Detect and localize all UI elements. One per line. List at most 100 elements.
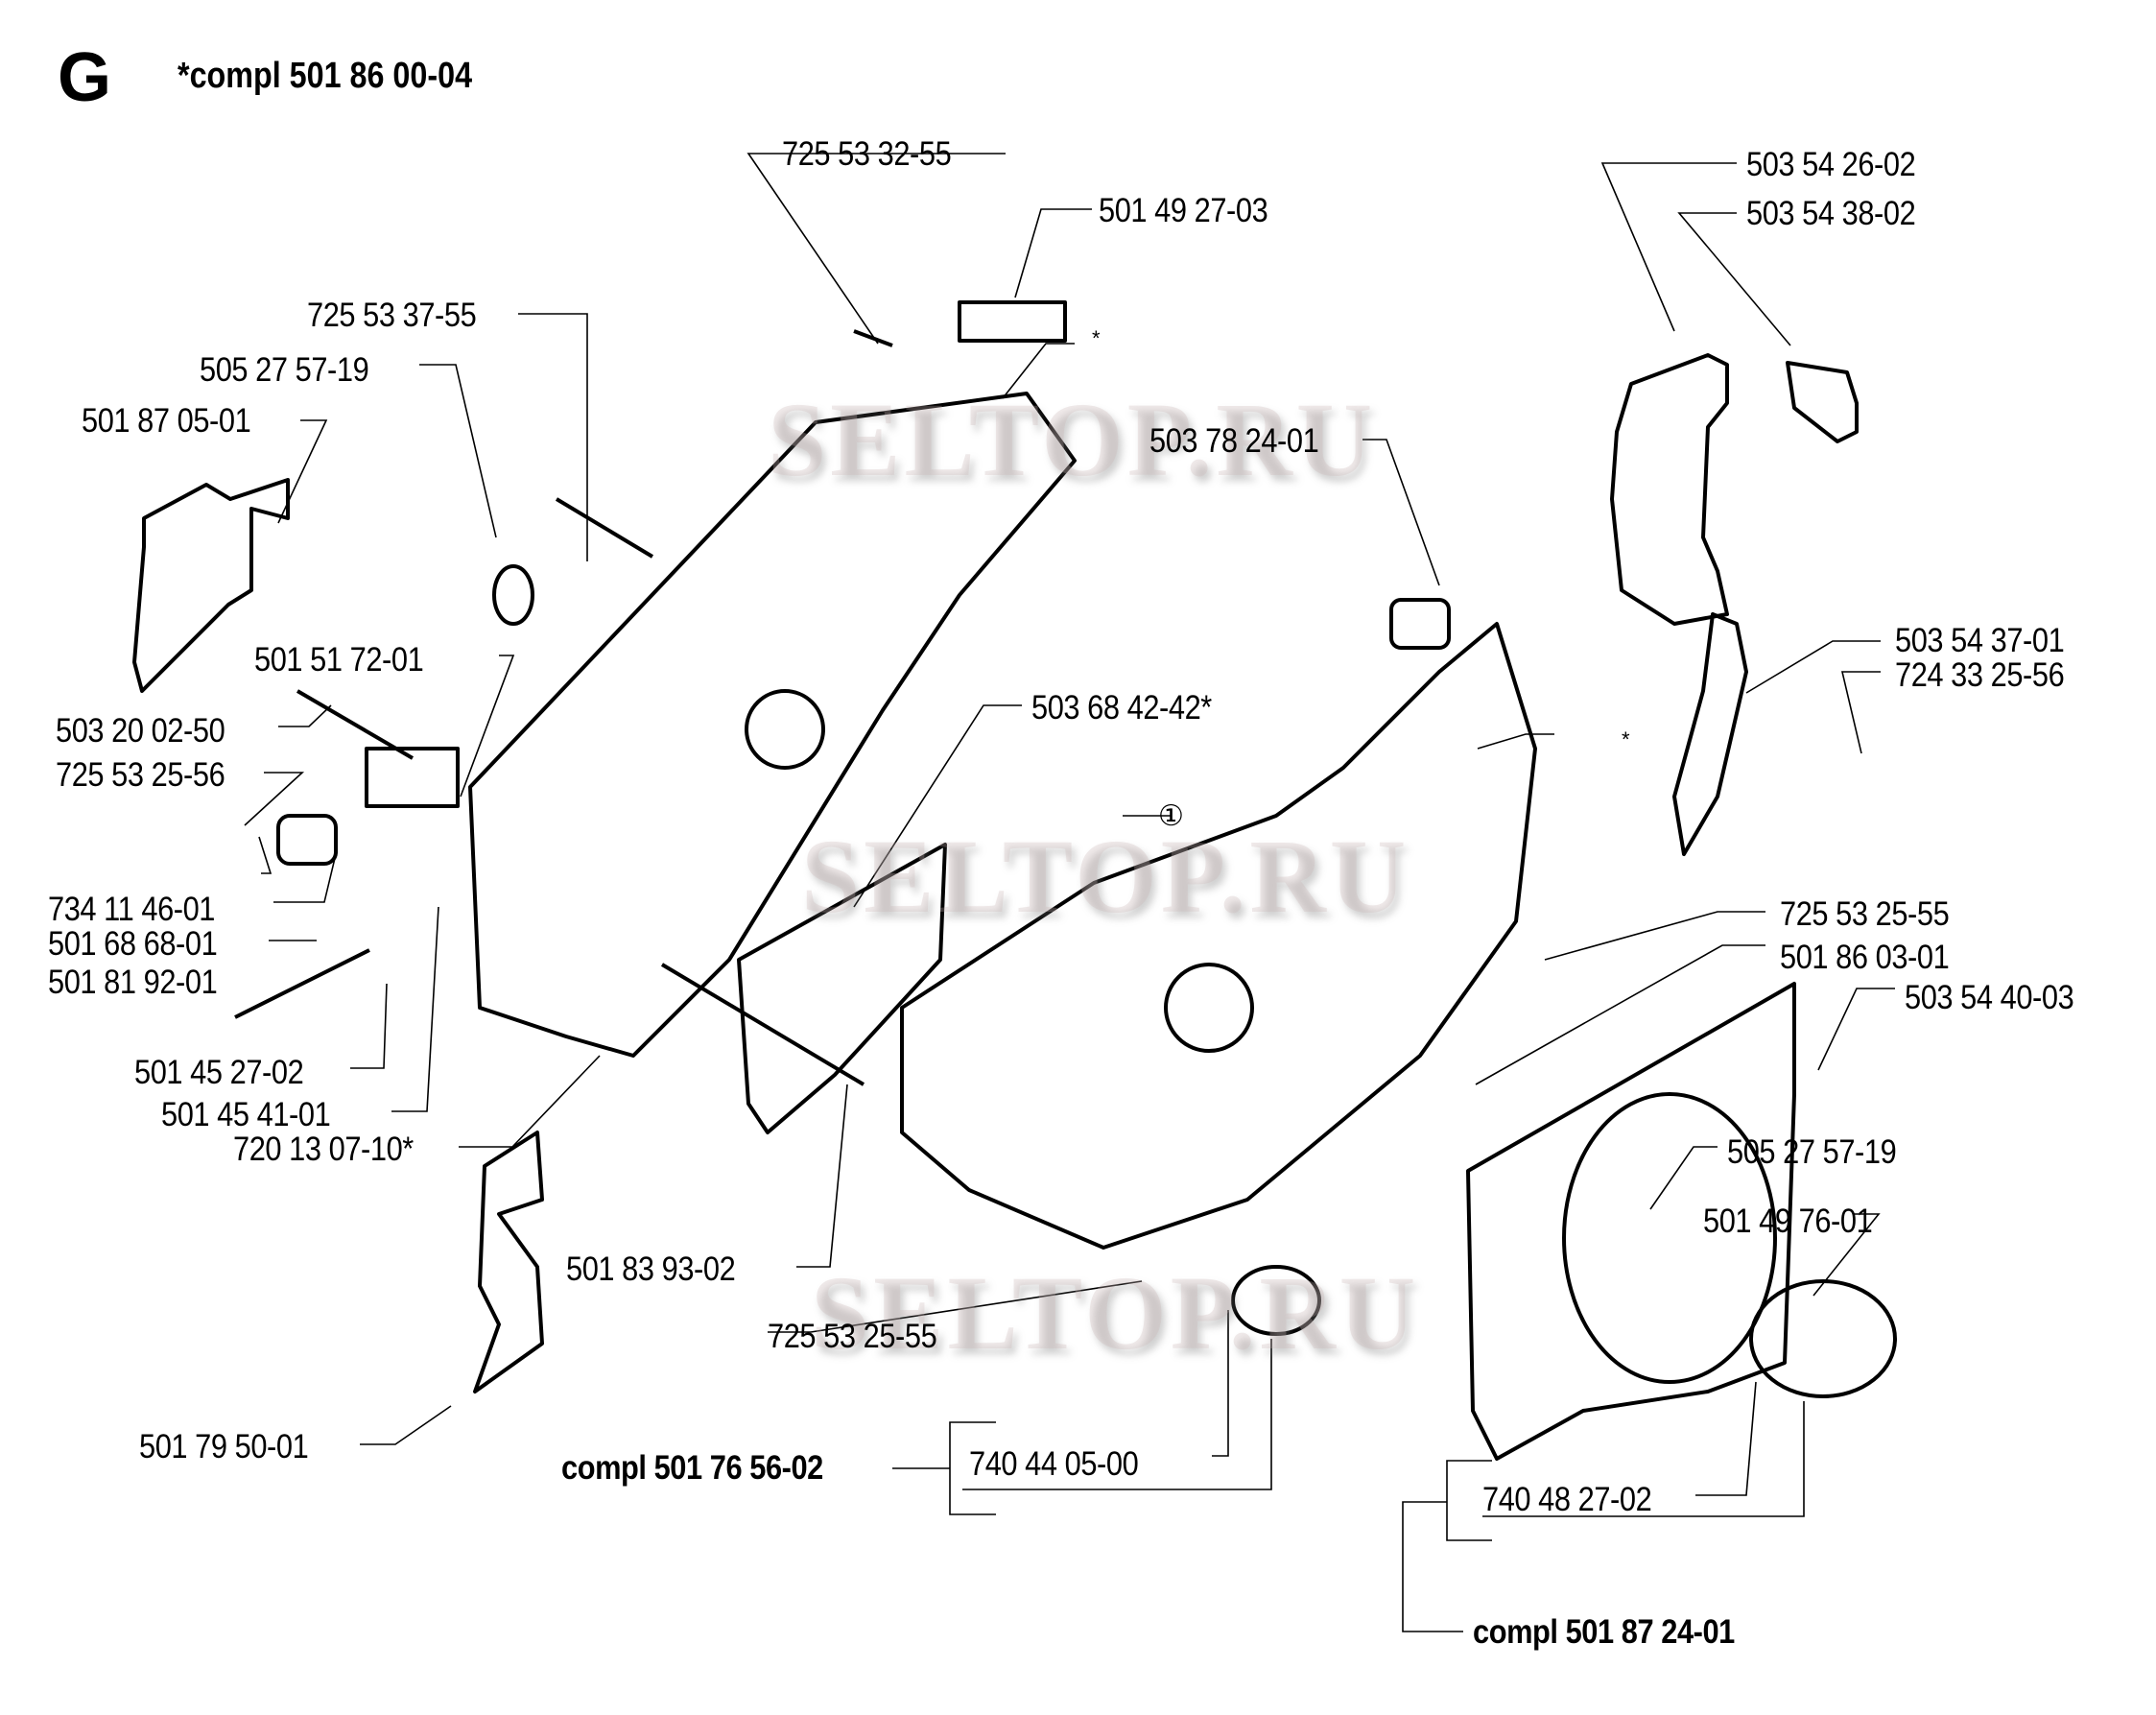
leader-725533755 xyxy=(518,313,588,561)
part-rod-501839302 xyxy=(660,963,865,1086)
part-label[interactable]: 501 79 50-01 xyxy=(139,1428,309,1465)
part-label[interactable]: 501 51 72-01 xyxy=(254,641,424,679)
part-label[interactable]: 501 87 05-01 xyxy=(82,402,251,440)
part-label[interactable]: 503 54 37-01 xyxy=(1895,622,2065,659)
leader-505275719b xyxy=(1649,1146,1718,1210)
part-deflector xyxy=(1672,612,1748,856)
assembly-label[interactable]: compl 501 76 56-02 xyxy=(561,1449,823,1487)
part-bolt-725533755 xyxy=(555,497,654,559)
part-label[interactable]: 740 44 05-00 xyxy=(969,1445,1139,1483)
leader-725532555a xyxy=(768,1280,1143,1333)
leader-503542602 xyxy=(1600,162,1737,332)
leader-501452702 xyxy=(350,983,388,1069)
part-clutch xyxy=(1749,1279,1897,1398)
leader-740482702 xyxy=(1695,1381,1757,1496)
leader-505275719a xyxy=(419,364,497,538)
assembly-label[interactable]: compl 501 87 24-01 xyxy=(1473,1613,1735,1651)
part-label[interactable]: 501 45 27-02 xyxy=(134,1054,304,1091)
asterisk-marker: * xyxy=(1622,727,1630,751)
watermark: SELTOP.RU xyxy=(768,381,1377,498)
part-cover-disc xyxy=(1562,1092,1777,1384)
part-label[interactable]: 734 11 46-01 xyxy=(48,891,215,928)
part-grommet xyxy=(1389,598,1451,650)
leader-740440500 xyxy=(1212,1310,1229,1457)
section-letter: G xyxy=(58,39,112,116)
leader-star-b xyxy=(1477,733,1554,750)
part-label[interactable]: 724 33 25-56 xyxy=(1895,656,2065,694)
part-label[interactable]: 725 53 25-55 xyxy=(768,1318,937,1355)
part-label[interactable]: 505 27 57-19 xyxy=(1727,1133,1897,1171)
part-label[interactable]: 720 13 07-10* xyxy=(233,1131,414,1168)
part-bolt-725533255 xyxy=(853,329,893,347)
part-label[interactable]: 725 53 37-55 xyxy=(307,297,477,334)
leader-503684242 xyxy=(853,704,1022,908)
part-screw-501819201 xyxy=(234,948,370,1019)
part-label[interactable]: 501 45 41-01 xyxy=(161,1096,331,1133)
leader-725533255 xyxy=(746,153,1006,345)
part-label[interactable]: 725 53 25-55 xyxy=(1780,895,1950,933)
part-label[interactable]: 503 54 26-02 xyxy=(1746,146,1916,183)
part-label[interactable]: 503 54 40-03 xyxy=(1905,979,2074,1016)
leader-501795001 xyxy=(360,1405,452,1445)
leader-501839302 xyxy=(796,1084,848,1268)
part-chain-catcher xyxy=(473,1131,544,1393)
part-label[interactable]: 503 54 38-02 xyxy=(1746,195,1916,232)
leader-501860301 xyxy=(1475,944,1765,1085)
part-label[interactable]: 725 53 32-55 xyxy=(782,135,952,173)
part-air-duct xyxy=(1610,353,1729,626)
assembly-title: *compl 501 86 00-04 xyxy=(178,56,473,96)
part-gasket xyxy=(737,843,947,1134)
part-label[interactable]: 740 48 27-02 xyxy=(1482,1481,1652,1518)
leader-725532556 xyxy=(244,772,305,826)
leader-724332556 xyxy=(1840,671,1881,754)
part-duct-gasket xyxy=(1786,361,1859,443)
part-bearing-left xyxy=(745,689,825,770)
part-label[interactable]: 501 83 93-02 xyxy=(566,1251,736,1288)
part-chain-plate xyxy=(132,478,290,693)
leader-503200250 xyxy=(278,704,332,727)
part-block-501517201 xyxy=(365,747,460,808)
part-label[interactable]: 501 81 92-01 xyxy=(48,964,218,1001)
part-label[interactable]: 503 20 02-50 xyxy=(56,712,225,750)
leader-503543701 xyxy=(1745,640,1881,694)
asterisk-marker: * xyxy=(1092,326,1101,350)
part-label[interactable]: 725 53 25-56 xyxy=(56,756,225,794)
leader-720130710 xyxy=(459,1055,601,1148)
watermark: SELTOP.RU xyxy=(801,818,1410,935)
bracket-501765602 xyxy=(949,1421,996,1515)
part-cover-plate xyxy=(1466,982,1796,1461)
leader-star-a xyxy=(1002,343,1075,399)
leader-503544003 xyxy=(1817,988,1895,1071)
leader-503782401 xyxy=(1362,439,1440,586)
part-label[interactable]: 503 68 42-42* xyxy=(1031,689,1212,726)
leader-501517201 xyxy=(460,655,515,798)
part-label[interactable]: 501 49 76-01 xyxy=(1703,1203,1873,1240)
leader-503543802 xyxy=(1677,212,1791,346)
part-label[interactable]: 501 68 68-01 xyxy=(48,925,218,963)
leader-734114601 xyxy=(258,836,272,874)
part-label[interactable]: 503 78 24-01 xyxy=(1149,422,1319,460)
part-label[interactable]: 501 49 27-03 xyxy=(1099,192,1268,229)
bracket-501872401 xyxy=(1446,1460,1492,1541)
leader-740440500b xyxy=(962,1339,1272,1490)
part-crankcase-right xyxy=(900,622,1537,1250)
part-label[interactable]: 505 27 57-19 xyxy=(200,351,369,389)
leader-501497601 xyxy=(1812,1213,1881,1297)
part-seal-left xyxy=(492,564,534,626)
part-pulley xyxy=(1231,1265,1321,1336)
leader-740482702b xyxy=(1482,1401,1805,1517)
leader-501870501 xyxy=(277,419,328,524)
leader-501686801 xyxy=(273,853,337,903)
part-clip-501492703 xyxy=(958,300,1067,343)
part-tensioner xyxy=(276,814,338,866)
watermark: SELTOP.RU xyxy=(811,1254,1420,1371)
leader-725532555b xyxy=(1544,911,1765,961)
leader-501454101 xyxy=(391,906,439,1112)
reference-marker: ① xyxy=(1158,800,1184,832)
part-bearing-right xyxy=(1164,963,1254,1053)
part-label[interactable]: 501 86 03-01 xyxy=(1780,939,1950,976)
leader-compl501872401 xyxy=(1402,1501,1463,1632)
leader-501492703 xyxy=(1014,208,1092,298)
